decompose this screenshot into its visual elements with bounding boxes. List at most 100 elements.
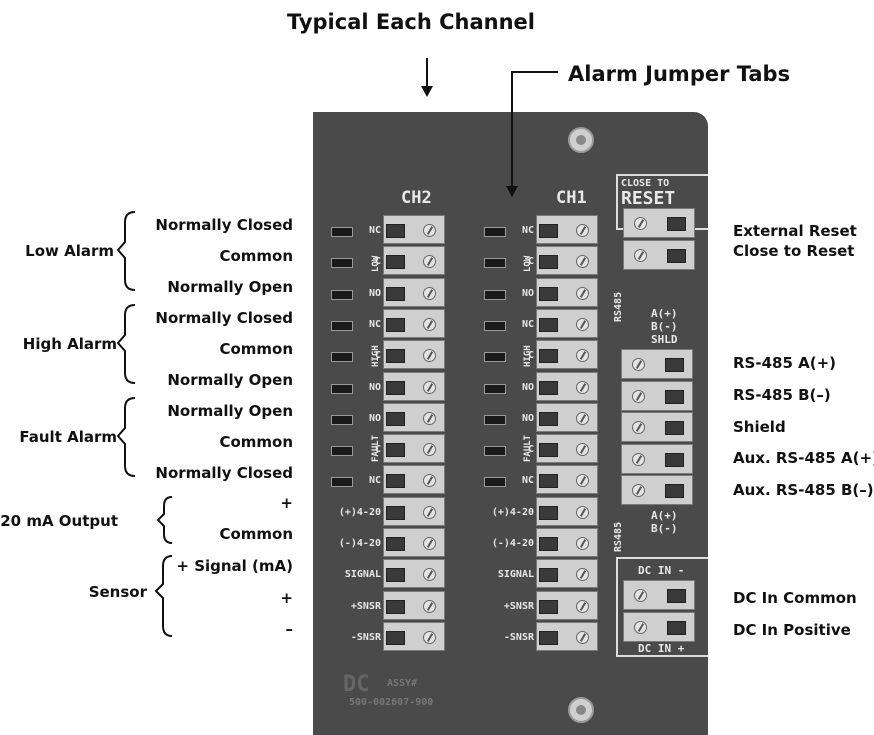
ch1-alarm-jumper[interactable] bbox=[484, 258, 506, 269]
ch1-terminal-6[interactable] bbox=[536, 402, 598, 432]
ch2-alarm-jumper[interactable] bbox=[331, 320, 353, 331]
brace-output bbox=[156, 496, 173, 544]
terminal-label-fault-no: Normally Open bbox=[167, 402, 293, 420]
terminal-label-high-c: Common bbox=[219, 340, 293, 358]
ch1-terminal-5[interactable] bbox=[536, 371, 598, 401]
wire-socket bbox=[665, 358, 684, 372]
a-plus-label: A(+) bbox=[651, 307, 678, 320]
right-label-dc-in-common: DC In Common bbox=[733, 589, 857, 607]
screw-icon bbox=[576, 349, 589, 363]
ch2-terminal-0[interactable] bbox=[383, 215, 445, 244]
ch2-terminal-1[interactable] bbox=[383, 246, 445, 276]
ch2-pin-label: (+)4-20 bbox=[338, 506, 381, 518]
ch1-terminal-9[interactable] bbox=[536, 496, 598, 526]
dc-in-block-terminal-1[interactable] bbox=[623, 611, 695, 642]
wire-socket bbox=[539, 537, 558, 551]
screw-icon bbox=[576, 255, 589, 269]
ch1-label: CH1 bbox=[556, 188, 587, 208]
ch1-terminal-10[interactable] bbox=[536, 528, 598, 557]
ch1-terminal-12[interactable] bbox=[536, 590, 598, 620]
ch1-terminal-11[interactable] bbox=[536, 559, 598, 589]
b-minus-2-label: B(-) bbox=[651, 522, 678, 535]
ch1-pin-label: NO bbox=[521, 381, 534, 393]
rs485-block-terminal-2[interactable] bbox=[621, 412, 693, 442]
ch1-alarm-jumper[interactable] bbox=[484, 289, 506, 300]
screw-icon bbox=[423, 474, 436, 488]
ch2-terminal-8[interactable] bbox=[383, 465, 445, 495]
ch1-pin-label: +SNSR bbox=[503, 600, 534, 612]
ch2-terminal-2[interactable] bbox=[383, 277, 445, 307]
screw-icon bbox=[423, 286, 436, 300]
ch1-terminal-0[interactable] bbox=[536, 215, 598, 244]
ch2-alarm-jumper[interactable] bbox=[331, 289, 353, 300]
part-number-label: 500-002607-900 bbox=[349, 697, 434, 708]
ch2-alarm-jumper[interactable] bbox=[331, 446, 353, 457]
ch2-pin-label: NO bbox=[368, 381, 381, 393]
mount-hole-bottom bbox=[568, 697, 594, 723]
rs485-block-terminal-0[interactable] bbox=[621, 349, 693, 379]
ch1-terminal-3[interactable] bbox=[536, 308, 598, 338]
terminal-label-low-nc: Normally Closed bbox=[155, 216, 293, 234]
reset-block-terminal-1[interactable] bbox=[623, 239, 695, 270]
screw-icon bbox=[423, 537, 436, 550]
shld-label: SHLD bbox=[651, 333, 678, 346]
ch2-alarm-jumper[interactable] bbox=[331, 383, 353, 394]
dc-in-plus-label: DC IN + bbox=[638, 642, 685, 655]
ch2-alarm-jumper[interactable] bbox=[331, 414, 353, 425]
dc-in-block-terminal-0[interactable] bbox=[623, 580, 695, 610]
ch2-alarm-jumper[interactable] bbox=[331, 258, 353, 269]
rs485-block-terminal-4[interactable] bbox=[621, 475, 693, 505]
screw-icon bbox=[423, 411, 436, 425]
wire-socket bbox=[386, 411, 405, 426]
ch2-terminal-9[interactable] bbox=[383, 496, 445, 526]
ch2-terminal-11[interactable] bbox=[383, 559, 445, 589]
screw-icon bbox=[576, 630, 589, 644]
reset-block-terminal-0[interactable] bbox=[623, 208, 695, 238]
ch1-alarm-jumper[interactable] bbox=[484, 352, 506, 363]
ch1-alarm-jumper[interactable] bbox=[484, 227, 506, 237]
right-label-close-to-reset: Close to Reset bbox=[733, 242, 855, 260]
screw-icon bbox=[576, 568, 589, 582]
ch1-terminal-1[interactable] bbox=[536, 246, 598, 276]
rs485-block-terminal-1[interactable] bbox=[621, 380, 693, 411]
ch2-terminal-13[interactable] bbox=[383, 621, 445, 651]
ch2-terminal-10[interactable] bbox=[383, 528, 445, 557]
ch1-alarm-jumper[interactable] bbox=[484, 320, 506, 331]
ch2-terminal-5[interactable] bbox=[383, 371, 445, 401]
ch1-alarm-jumper[interactable] bbox=[484, 446, 506, 457]
ch2-alarm-jumper[interactable] bbox=[331, 352, 353, 363]
ch1-pin-label: -SNSR bbox=[503, 631, 534, 643]
ch2-alarm-jumper[interactable] bbox=[331, 227, 353, 237]
dc-in-silk-box bbox=[616, 557, 708, 657]
ch1-terminal-7[interactable] bbox=[536, 434, 598, 464]
typical-each-channel-title: Typical Each Channel bbox=[287, 10, 535, 34]
rs485-block-terminal-3[interactable] bbox=[621, 443, 693, 474]
wire-socket bbox=[665, 484, 684, 498]
ch2-pin-label: (-)4-20 bbox=[338, 538, 381, 549]
ch2-pin-label: NO bbox=[368, 412, 381, 424]
ch1-alarm-jumper[interactable] bbox=[484, 383, 506, 394]
wire-socket bbox=[386, 630, 405, 645]
ch2-terminal-6[interactable] bbox=[383, 402, 445, 432]
low-alarm-label: Low Alarm bbox=[25, 242, 114, 260]
wire-socket bbox=[539, 224, 558, 238]
ch2-terminal-4[interactable] bbox=[383, 340, 445, 370]
screw-icon bbox=[576, 224, 589, 237]
ch2-terminal-12[interactable] bbox=[383, 590, 445, 620]
ch2-pin-label: C bbox=[374, 350, 381, 362]
ch1-alarm-jumper[interactable] bbox=[484, 414, 506, 425]
alarm-jumper-tabs-title: Alarm Jumper Tabs bbox=[568, 62, 791, 86]
ch1-terminal-2[interactable] bbox=[536, 277, 598, 307]
ch2-pin-label: -SNSR bbox=[350, 631, 381, 643]
ch1-alarm-jumper[interactable] bbox=[484, 477, 506, 488]
ch2-terminal-7[interactable] bbox=[383, 434, 445, 464]
wire-socket bbox=[386, 599, 405, 614]
ch1-terminal-4[interactable] bbox=[536, 340, 598, 370]
ch1-pin-label: (+)4-20 bbox=[491, 506, 534, 518]
wire-socket bbox=[667, 248, 686, 263]
screw-icon bbox=[423, 505, 436, 519]
ch2-terminal-3[interactable] bbox=[383, 308, 445, 338]
ch1-terminal-8[interactable] bbox=[536, 465, 598, 495]
ch1-terminal-13[interactable] bbox=[536, 621, 598, 651]
ch2-alarm-jumper[interactable] bbox=[331, 477, 353, 488]
